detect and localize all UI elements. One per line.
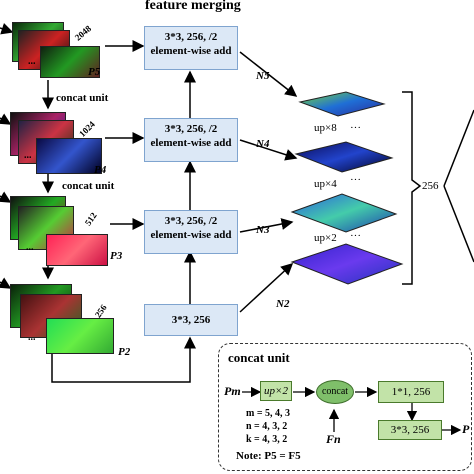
diagram-title: feature merging [145, 0, 241, 13]
merge-box-n4: 3*3, 256, /2 element-wise add [144, 118, 238, 162]
merge-box-line1: 3*3, 256 [171, 314, 211, 326]
merge-box-line1: 3*3, 256, /2 [164, 123, 218, 135]
inset-k: k = 4, 3, 2 [246, 434, 288, 445]
feature-map [40, 46, 100, 78]
inset-conv1-box: 1*1, 256 [378, 381, 444, 403]
label-p2: P2 [118, 346, 131, 358]
concat-unit-inset [218, 343, 472, 471]
merge-box-line2: element-wise add [150, 229, 232, 241]
inset-note: Note: P5 = F5 [236, 450, 301, 462]
upsample-dots: ··· [350, 230, 361, 242]
inset-upsample-box: up×2 [260, 381, 292, 401]
feature-map [46, 318, 114, 354]
stack-dots: ... [28, 56, 36, 67]
inset-output-p: P [462, 422, 470, 436]
feature-map [46, 234, 108, 266]
inset-title: concat unit [228, 350, 290, 365]
upsample-dots: ··· [350, 174, 361, 186]
feature-map-n3 [290, 193, 398, 233]
merge-box-line1: 3*3, 256, /2 [164, 215, 218, 227]
label-n2: N2 [276, 298, 290, 310]
feature-map-n2 [290, 243, 404, 285]
label-p3: P3 [110, 250, 123, 262]
inset-fn: Fn [326, 432, 341, 446]
upsample-dots: ··· [350, 122, 361, 134]
label-n3: N3 [256, 224, 270, 236]
upsample-x8: up×8 [314, 122, 337, 134]
inset-pm: Pm [224, 384, 241, 398]
concat-unit-label-2: concat unit [62, 180, 115, 192]
concat-unit-label-1: concat unit [56, 92, 109, 104]
feature-map-n5 [298, 91, 386, 117]
upsample-x2: up×2 [314, 232, 337, 244]
stack-dots: ... [28, 332, 36, 343]
merge-box-n3: 3*3, 256, /2 element-wise add [144, 210, 238, 254]
stack-dots: ... [26, 242, 34, 253]
merge-box-n2: 3*3, 256 [144, 304, 238, 336]
feature-map-n4 [294, 141, 394, 173]
label-p5: P5 [88, 66, 101, 78]
merge-box-n5: 3*3, 256, /2 element-wise add [144, 26, 238, 70]
upsample-x4: up×4 [314, 178, 337, 190]
inset-concat-node: concat [316, 380, 354, 404]
merge-box-line2: element-wise add [150, 45, 232, 57]
label-n5: N5 [256, 70, 270, 82]
label-n4: N4 [256, 138, 270, 150]
inset-m: m = 5, 4, 3 [246, 408, 291, 419]
stack-dots: ... [24, 150, 32, 161]
merge-box-line1: 3*3, 256, /2 [164, 31, 218, 43]
feature-map [36, 138, 102, 174]
inset-n: n = 4, 3, 2 [246, 421, 288, 432]
label-p4: P4 [94, 164, 107, 176]
merge-box-line2: element-wise add [150, 137, 232, 149]
output-channels: 256 [422, 180, 439, 192]
inset-conv3-box: 3*3, 256 [378, 420, 442, 440]
